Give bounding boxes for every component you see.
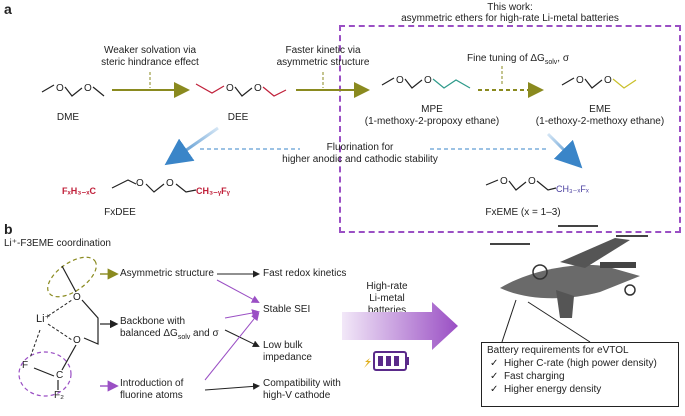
dme-label: DME: [56, 112, 80, 123]
requirement-3: ✓ Higher energy density: [490, 384, 602, 395]
mpe-oxygen-1: O: [396, 75, 404, 86]
coordination-bonds: [33, 265, 99, 390]
big-arrow-line2: Li-metal: [369, 293, 405, 304]
eme-structure: [561, 77, 637, 89]
result-cathode-line1: Compatibility with: [263, 378, 341, 389]
big-gradient-arrow: [342, 302, 458, 350]
asymmetric-highlight: [47, 256, 97, 298]
result-impedance-line1: Low bulk: [263, 340, 303, 351]
requirement-2: ✓ Fast charging: [490, 371, 565, 382]
requirements-title: Battery requirements for eVTOL: [487, 345, 629, 356]
feature-fluorine-line2: fluorine atoms: [120, 390, 183, 401]
fxdee-label: FxDEE: [104, 207, 136, 218]
fluorination-line2: higher anodic and cathodic stability: [282, 154, 438, 165]
eme-oxygen-1: O: [576, 75, 584, 86]
li-ion-label: Li⁺: [36, 313, 51, 325]
requirements-box: [481, 342, 679, 407]
fxdee-oxygen-1: O: [136, 178, 144, 189]
check-icon: ✓: [490, 371, 499, 382]
arrow3-label: Fine tuning of ΔGsolv, σ: [467, 53, 570, 66]
result-cathode-line2: high-V cathode: [263, 390, 331, 401]
feature-backbone-line1: Backbone with: [120, 316, 186, 327]
fxeme-fluoro-group: CH₃₋ₓFₓ: [556, 184, 589, 194]
result-redox: Fast redox kinetics: [263, 268, 347, 279]
coord-oxygen-bottom: O: [73, 335, 81, 346]
mpe-oxygen-2: O: [424, 75, 432, 86]
feature-asymmetric: Asymmetric structure: [120, 268, 214, 279]
feature-arrows: [100, 268, 260, 392]
dee-oxygen-2: O: [254, 83, 262, 94]
dme-oxygen-2: O: [84, 83, 92, 94]
dee-structure: [195, 83, 287, 97]
fluorination-line1: Fluorination for: [326, 142, 394, 153]
fxdee-structure: [111, 179, 197, 193]
fluorine-highlight: [18, 351, 72, 397]
big-arrow-line3: batteries: [367, 305, 407, 316]
mpe-fullname: (1-methoxy-2-propoxy ethane): [364, 116, 500, 127]
eme-fullname: (1-ethoxy-2-methoxy ethane): [535, 116, 665, 127]
battery-icon: [364, 351, 409, 371]
requirement-1: ✓ Higher C-rate (high power density): [490, 358, 657, 369]
fxeme-oxygen-1: O: [500, 176, 508, 187]
dee-label: DEE: [227, 112, 249, 123]
dme-oxygen-1: O: [56, 83, 64, 94]
coord-oxygen-top: O: [73, 292, 81, 303]
result-impedance-line2: impedance: [263, 352, 312, 363]
arrow1-label-line2: steric hindrance effect: [101, 57, 199, 68]
mpe-structure: [381, 77, 471, 89]
result-sei: Stable SEI: [263, 304, 311, 315]
arrow-fluorination-left: [164, 126, 219, 166]
coord-fluorine: F: [22, 360, 29, 371]
fxeme-label: FxEME (x = 1–3): [485, 207, 561, 218]
eme-label: EME: [589, 104, 611, 115]
arrow-fluorination-right: [546, 132, 583, 169]
arrow2-label-line1: Faster kinetic via: [285, 45, 361, 56]
fxdee-oxygen-2: O: [166, 178, 174, 189]
coord-carbon: C: [56, 370, 64, 381]
arrow2-label-line2: asymmetric structure: [276, 57, 370, 68]
dme-structure: [41, 84, 105, 97]
check-icon: ✓: [490, 384, 499, 395]
fxdee-left-group: FₓH₃₋ₓC: [62, 186, 97, 196]
big-arrow-line1: High-rate: [366, 281, 408, 292]
dee-oxygen-1: O: [226, 83, 234, 94]
fxdee-right-group: CH₃₋ᵧFᵧ: [196, 186, 230, 196]
eme-oxygen-2: O: [604, 75, 612, 86]
panel-a-label: a: [4, 1, 12, 17]
panel-b-label: b: [4, 221, 13, 237]
this-work-line1: This work:: [487, 2, 533, 13]
fxeme-structure: [485, 179, 557, 191]
this-work-line2: asymmetric ethers for high-rate Li-metal…: [401, 13, 619, 24]
mpe-label: MPE: [421, 104, 443, 115]
feature-fluorine-line1: Introduction of: [120, 378, 184, 389]
arrow1-label-line1: Weaker solvation via: [103, 45, 197, 56]
evtol-aircraft-icon: [490, 225, 648, 343]
this-work-box: [339, 25, 681, 233]
check-icon: ✓: [490, 358, 499, 369]
feature-backbone-line2: balanced ΔGsolv and σ: [120, 328, 219, 341]
coordination-title: Li⁺-F3EME coordination: [4, 238, 111, 249]
coord-f2: F₂: [54, 390, 64, 401]
fxeme-oxygen-2: O: [528, 176, 536, 187]
